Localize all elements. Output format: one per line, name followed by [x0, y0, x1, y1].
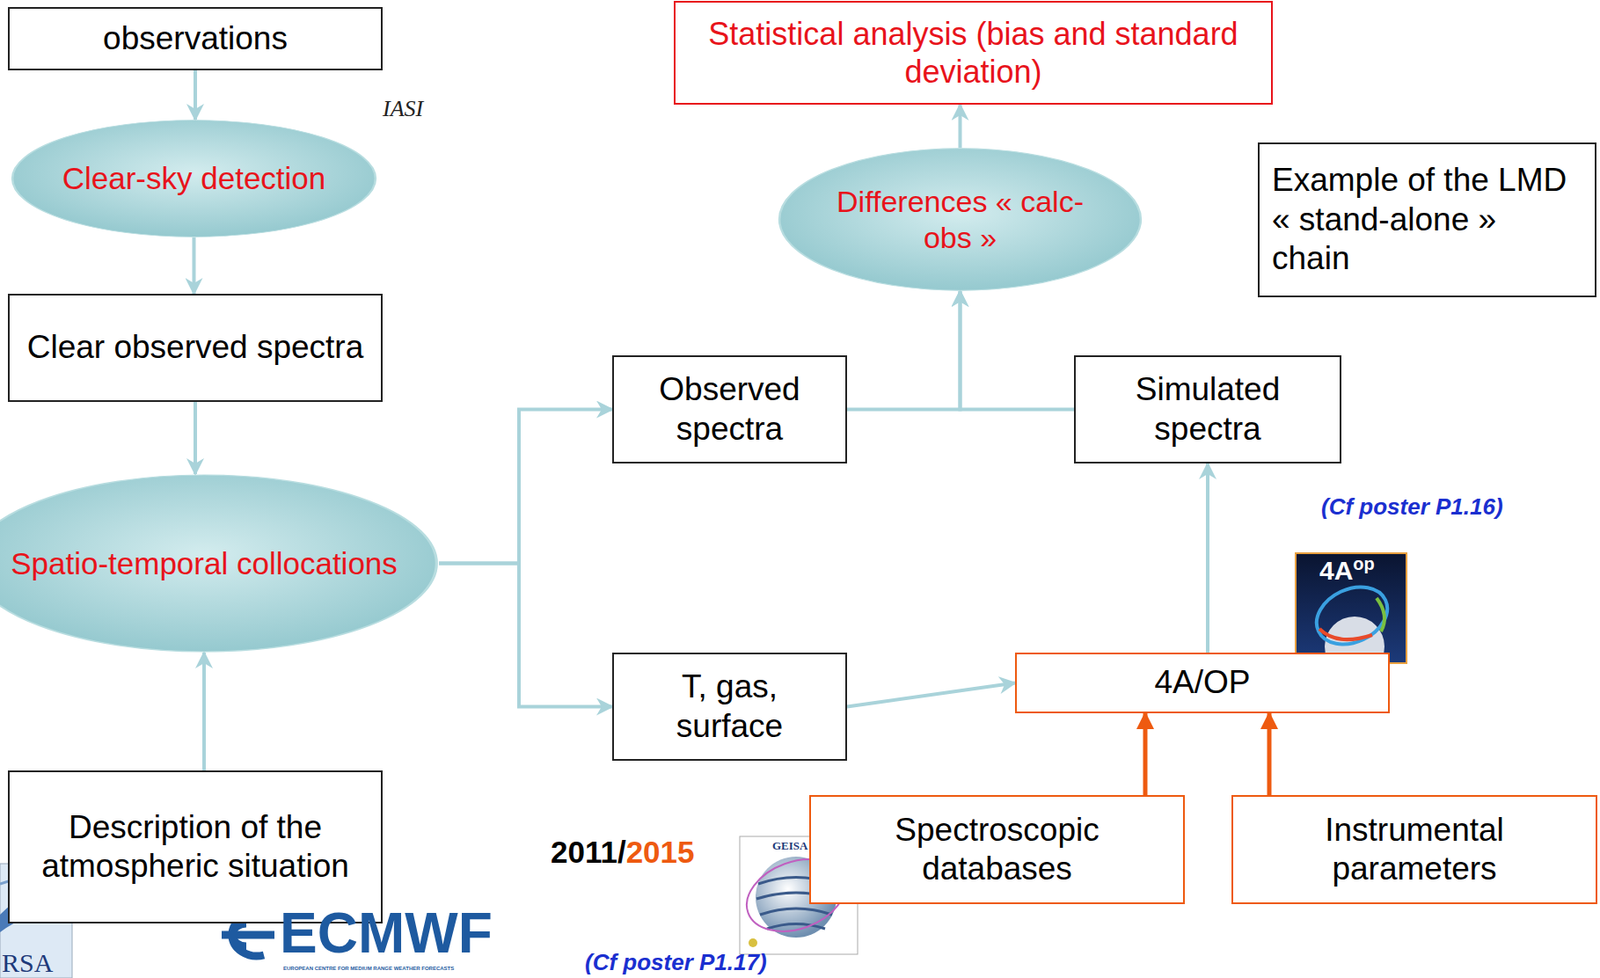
- note-box: Example of the LMD « stand-alone » chain: [1257, 142, 1597, 298]
- input-box: Description of the atmospheric situation: [7, 770, 383, 924]
- node-text: Simulated spectra: [1088, 370, 1328, 449]
- flow-arrow: [958, 104, 963, 148]
- node-text: Clear observed spectra: [27, 328, 365, 367]
- flow-arrow: [1205, 463, 1210, 653]
- process-ellipse: Differences « calc-obs »: [777, 147, 1143, 292]
- ellipse-outline: [777, 147, 1143, 292]
- node-text: 4A/OP: [1154, 663, 1251, 702]
- data-box: Observed spectra: [612, 355, 848, 464]
- input-box: Instrumental parameters: [1231, 795, 1598, 905]
- flow-arrow: [1143, 713, 1148, 796]
- input-box: observations: [7, 7, 383, 71]
- flow-arrow: [1267, 713, 1272, 796]
- logo-wordmark: RSA: [1, 948, 53, 978]
- logo-wordmark: op: [1352, 554, 1374, 574]
- node-text: observations: [102, 19, 288, 59]
- node-text: Differences « calc-obs »: [812, 183, 1108, 256]
- node-text: Spectroscopic databases: [823, 810, 1171, 890]
- result-box: Statistical analysis (bias and standard …: [673, 0, 1273, 105]
- node-text: T, gas, surface: [626, 667, 833, 746]
- instrument-note: IASI: [382, 96, 424, 123]
- logo-wordmark: 4A: [1319, 555, 1353, 585]
- logo-subtitle: EUROPEAN CENTRE FOR MEDIUM RANGE WEATHER…: [283, 965, 454, 972]
- node-text: Description of the atmospheric situation: [21, 808, 369, 887]
- flow-arrow: [202, 652, 206, 771]
- flow-arrow: [438, 563, 613, 708]
- data-box: Simulated spectra: [1073, 355, 1342, 464]
- node-text: Clear-sky detection: [62, 160, 327, 198]
- poster-reference: (Cf poster P1.17): [584, 949, 768, 976]
- logo-wordmark: ECMWF: [279, 902, 493, 965]
- node-text: Statistical analysis (bias and standard …: [687, 14, 1259, 91]
- model-box: 4A/OP: [1015, 652, 1390, 714]
- node-text: Observed spectra: [626, 370, 833, 449]
- flow-arrow: [438, 409, 613, 564]
- flow-arrow: [193, 70, 198, 120]
- version-year: 2011/: [550, 835, 627, 870]
- version-year: 2015: [626, 835, 695, 870]
- flow-arrow: [192, 237, 197, 294]
- poster-reference: (Cf poster P1.16): [1321, 494, 1504, 520]
- logo-wordmark: GEISA: [772, 840, 808, 853]
- process-ellipse: Spatio-temporal collocations: [0, 474, 439, 653]
- node-text: Spatio-temporal collocations: [10, 545, 398, 583]
- process-ellipse: Clear-sky detection: [10, 119, 378, 238]
- flow-arrow: [193, 401, 198, 475]
- data-box: T, gas, surface: [612, 652, 848, 761]
- flow-arrow: [847, 291, 961, 410]
- flow-arrow: [960, 291, 1075, 410]
- input-box: Spectroscopic databases: [809, 795, 1185, 905]
- flow-arrow: [847, 683, 1016, 708]
- node-text: Instrumental parameters: [1245, 810, 1584, 890]
- data-box: Clear observed spectra: [7, 293, 383, 402]
- node-text: Example of the LMD « stand-alone » chain: [1271, 160, 1583, 278]
